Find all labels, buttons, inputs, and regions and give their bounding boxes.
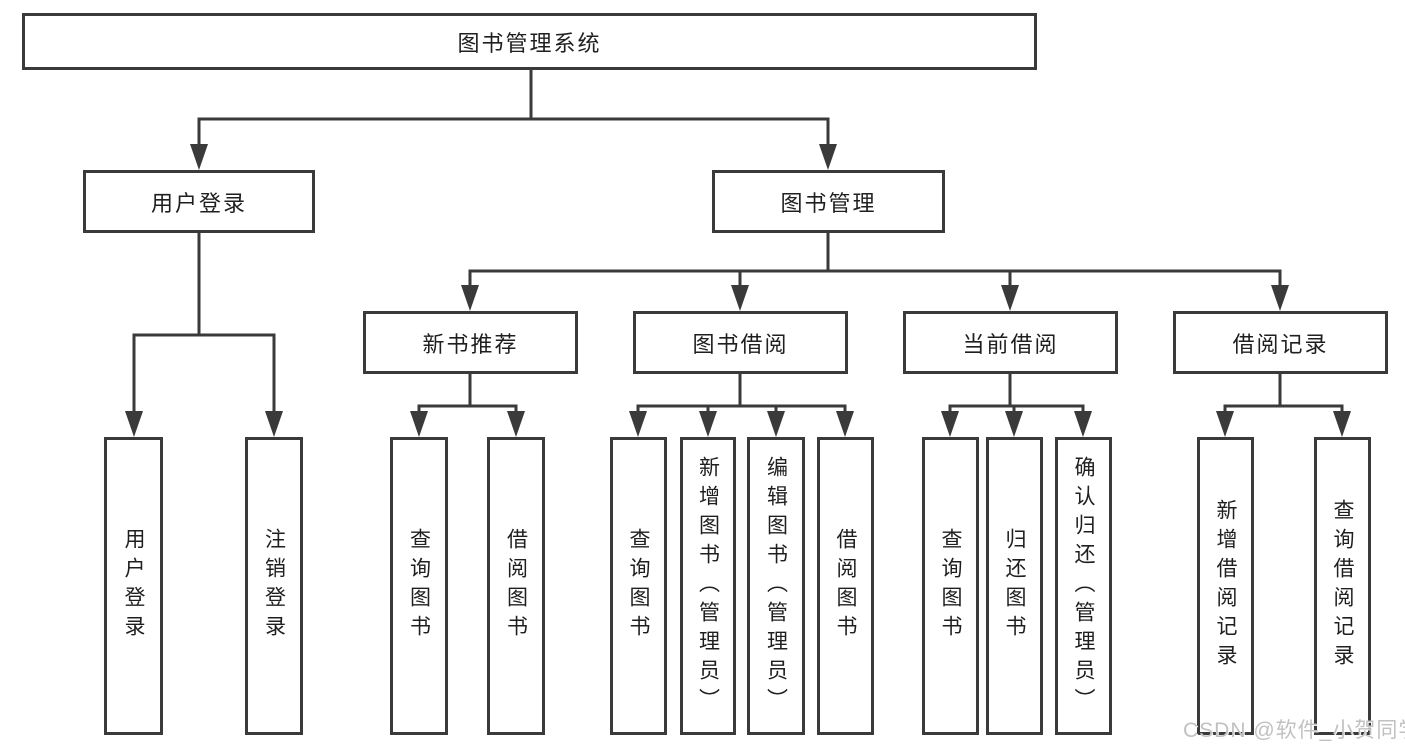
node-library-system-label: 图书管理系统 bbox=[457, 30, 602, 56]
leaf-record-query-label: 查询借阅记录 bbox=[1331, 499, 1354, 673]
leaf-borrow-edit-book: 编辑图书（管理员） bbox=[747, 437, 805, 735]
node-new-book-recommend-label: 新书推荐 bbox=[422, 331, 519, 357]
leaf-recommend-borrow-book-label: 借阅图书 bbox=[504, 528, 528, 644]
node-book-management: 图书管理 bbox=[712, 170, 945, 233]
leaf-recommend-query-book: 查询图书 bbox=[390, 437, 448, 735]
csdn-watermark: CSDN @软件_小贺同学 bbox=[1183, 719, 1405, 742]
arrow-to-user-login bbox=[190, 144, 208, 170]
node-borrow-record: 借阅记录 bbox=[1173, 311, 1388, 374]
node-new-book-recommend: 新书推荐 bbox=[363, 311, 578, 374]
arrow-to-current-borrow bbox=[1001, 285, 1019, 311]
leaf-current-confirm-return: 确认归还（管理员） bbox=[1055, 437, 1112, 735]
leaf-current-return-book-label: 归还图书 bbox=[1003, 528, 1026, 644]
leaf-user-login-label: 用户登录 bbox=[122, 528, 145, 644]
leaf-borrow-borrow-book-label: 借阅图书 bbox=[834, 528, 857, 644]
leaf-borrow-borrow-book: 借阅图书 bbox=[817, 437, 874, 735]
leaf-borrow-add-book: 新增图书（管理员） bbox=[680, 437, 736, 735]
arrow-to-leaf-cb-query bbox=[941, 411, 959, 437]
node-book-borrow-label: 图书借阅 bbox=[692, 331, 789, 357]
arrow-to-leaf-rec-borrow bbox=[507, 411, 525, 437]
edge-branch-userlogin bbox=[132, 333, 276, 413]
edge-branch-current bbox=[948, 374, 1085, 413]
arrow-to-book-borrow bbox=[731, 285, 749, 311]
node-current-borrow-label: 当前借阅 bbox=[962, 331, 1059, 357]
arrow-to-leaf-rec-query bbox=[410, 411, 428, 437]
leaf-record-add: 新增借阅记录 bbox=[1197, 437, 1254, 735]
arrow-to-book-management bbox=[819, 144, 837, 170]
arrow-to-leaf-logout bbox=[265, 411, 283, 437]
leaf-recommend-query-book-label: 查询图书 bbox=[407, 528, 431, 644]
arrow-to-leaf-cb-return bbox=[1005, 411, 1023, 437]
arrow-to-leaf-br-query bbox=[1333, 411, 1351, 437]
arrow-to-leaf-bb-query bbox=[629, 411, 647, 437]
edge-branch-borrow bbox=[636, 374, 847, 413]
leaf-borrow-query-book-label: 查询图书 bbox=[627, 528, 650, 644]
arrow-to-leaf-bb-edit bbox=[767, 411, 785, 437]
leaf-recommend-borrow-book: 借阅图书 bbox=[487, 437, 545, 735]
arrow-to-leaf-bb-add bbox=[699, 411, 717, 437]
arrow-to-leaf-user-login bbox=[125, 411, 143, 437]
edge-branch-recommend bbox=[417, 374, 518, 413]
leaf-borrow-query-book: 查询图书 bbox=[610, 437, 667, 735]
node-current-borrow: 当前借阅 bbox=[903, 311, 1118, 374]
arrow-to-leaf-cb-confirm bbox=[1074, 411, 1092, 437]
node-borrow-record-label: 借阅记录 bbox=[1232, 331, 1329, 357]
leaf-user-login: 用户登录 bbox=[104, 437, 163, 735]
leaf-record-query: 查询借阅记录 bbox=[1314, 437, 1371, 735]
leaf-borrow-add-book-label: 新增图书（管理员） bbox=[696, 455, 720, 717]
arrow-to-borrow-record bbox=[1271, 285, 1289, 311]
leaf-current-query-book-label: 查询图书 bbox=[939, 528, 962, 644]
node-library-system: 图书管理系统 bbox=[22, 13, 1037, 70]
edge-branch-record bbox=[1223, 374, 1344, 413]
node-book-management-label: 图书管理 bbox=[780, 190, 877, 216]
leaf-logout-label: 注销登录 bbox=[262, 528, 286, 644]
node-user-login-label: 用户登录 bbox=[150, 190, 247, 216]
arrow-to-new-book-recommend bbox=[461, 285, 479, 311]
leaf-current-query-book: 查询图书 bbox=[922, 437, 979, 735]
edge-branch-bookmgmt bbox=[468, 269, 1282, 287]
arrow-to-leaf-bb-borrow bbox=[836, 411, 854, 437]
edge-branch-level1 bbox=[197, 117, 830, 146]
leaf-borrow-edit-book-label: 编辑图书（管理员） bbox=[764, 455, 788, 717]
node-user-login: 用户登录 bbox=[83, 170, 315, 233]
node-book-borrow: 图书借阅 bbox=[633, 311, 848, 374]
leaf-current-confirm-return-label: 确认归还（管理员） bbox=[1072, 455, 1095, 717]
leaf-logout: 注销登录 bbox=[245, 437, 303, 735]
arrow-to-leaf-br-add bbox=[1216, 411, 1234, 437]
leaf-current-return-book: 归还图书 bbox=[986, 437, 1043, 735]
leaf-record-add-label: 新增借阅记录 bbox=[1214, 499, 1237, 673]
